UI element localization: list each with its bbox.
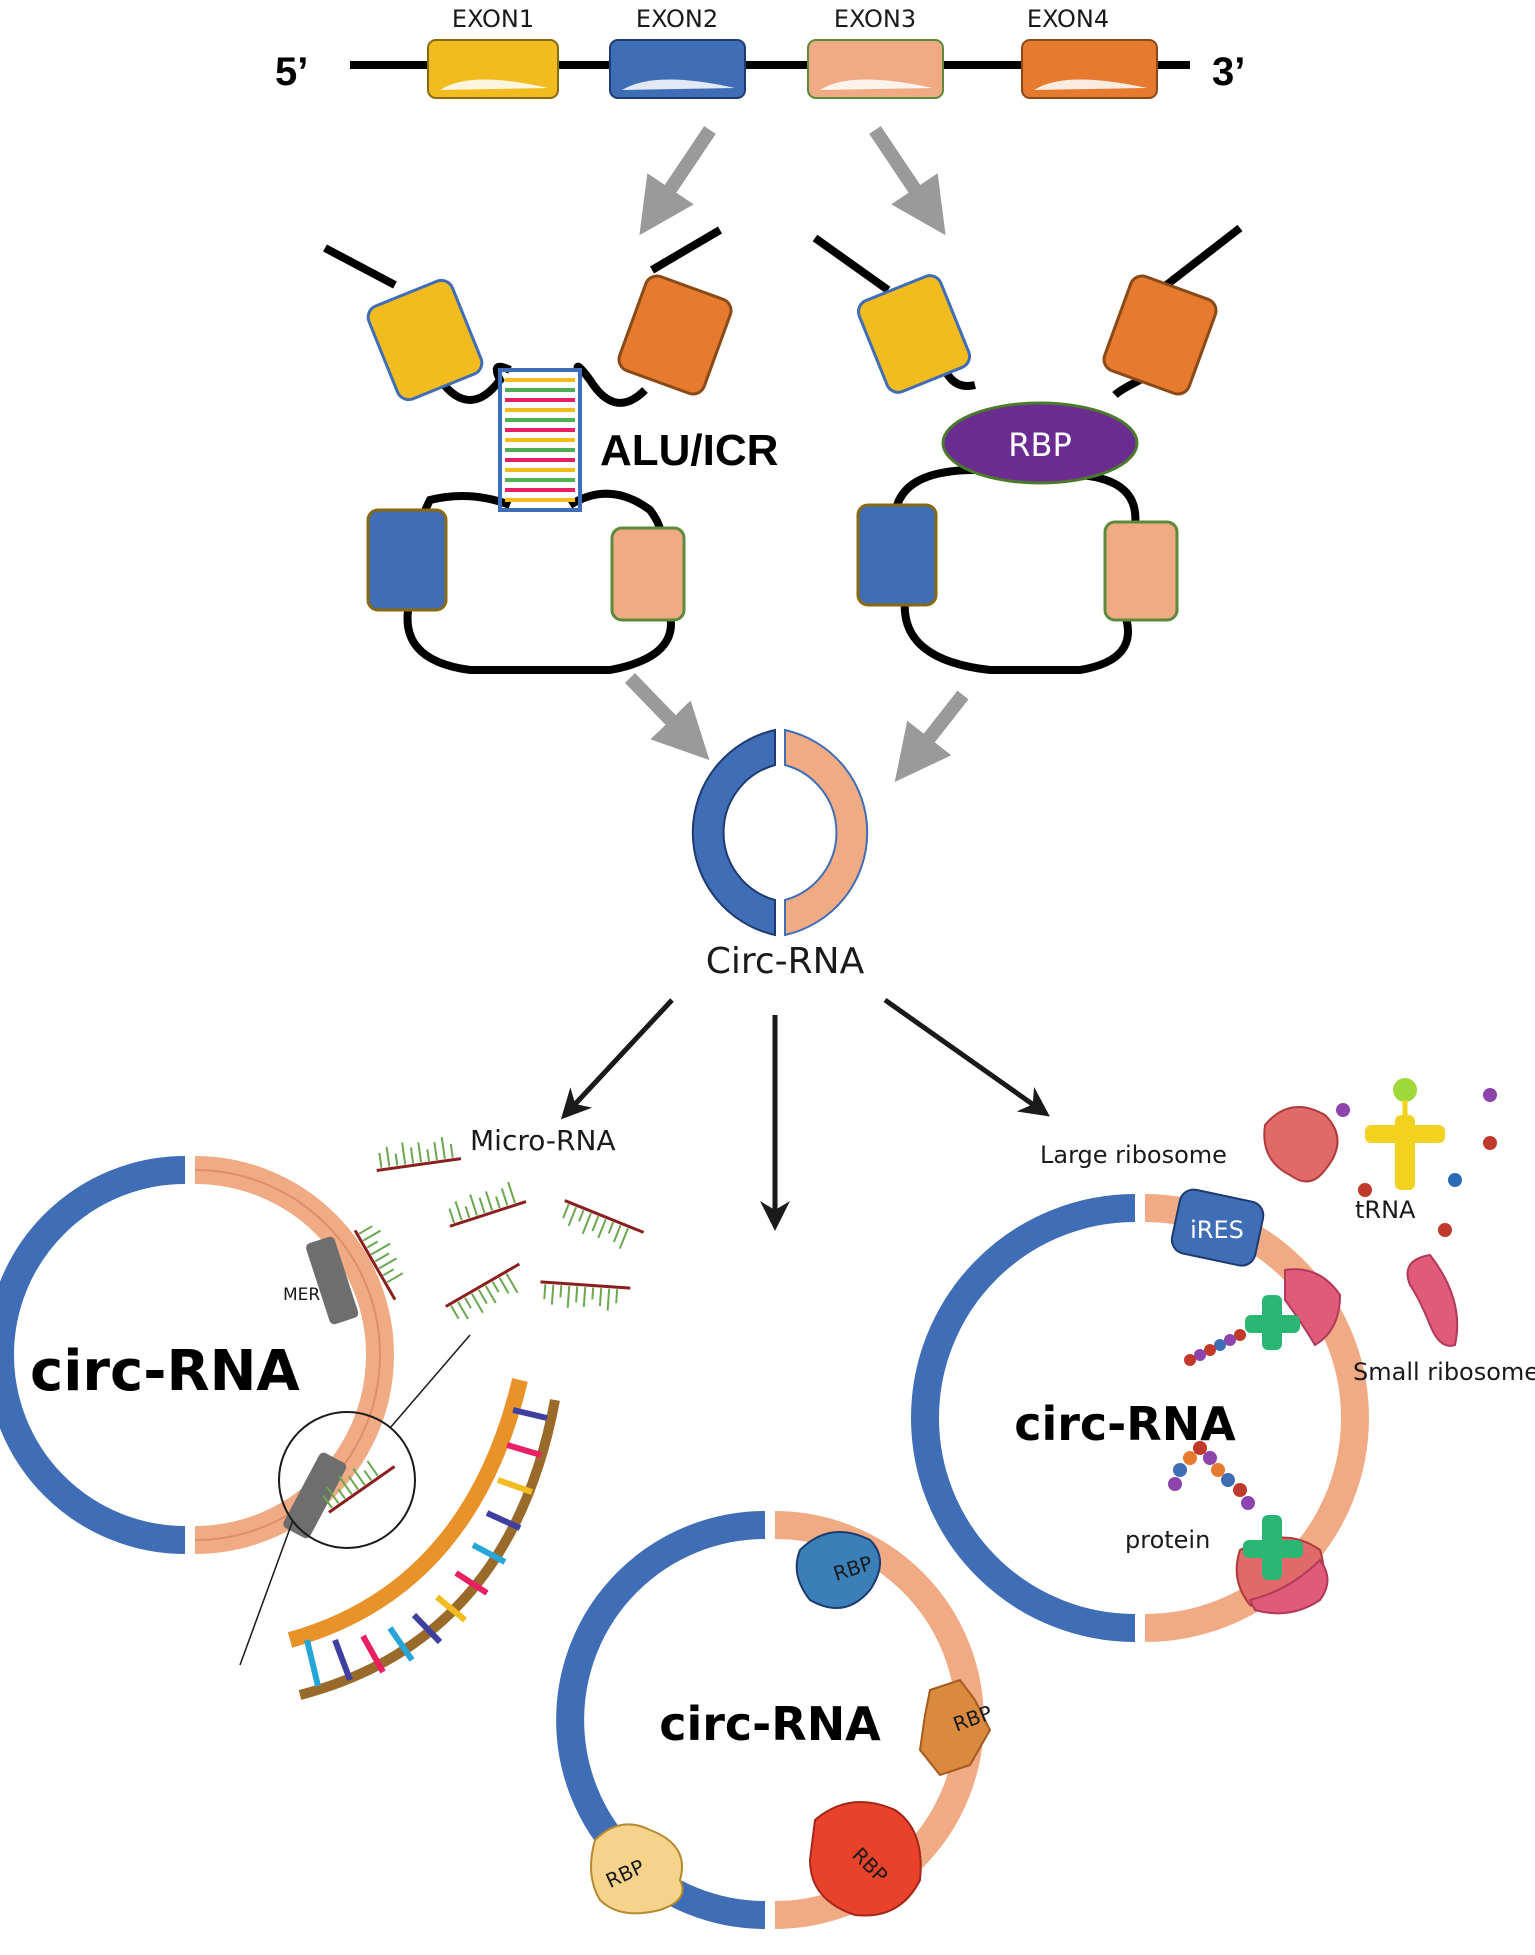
large-ribosome-free: [1263, 1106, 1339, 1183]
alu-exon4: [617, 274, 733, 396]
protein-label: protein: [1125, 1526, 1210, 1554]
gray-arrow-left-bottom: [624, 673, 710, 761]
five-prime-label: 5’: [275, 50, 308, 94]
exon1-label: EXON1: [452, 5, 534, 33]
rbp-oval: [941, 401, 1139, 485]
small-ribosome-label: Small ribosome: [1353, 1358, 1535, 1386]
rbp-exon3: [1103, 520, 1179, 622]
amino-acid-dot: [1448, 1173, 1462, 1187]
rbp-oval-label: RBP: [1008, 426, 1071, 464]
trna-icon: [1365, 1078, 1445, 1190]
rbp-blob-yellow: [590, 1823, 684, 1915]
amino-acid-dot: [1483, 1088, 1497, 1102]
bound-trna-top: [1245, 1295, 1300, 1350]
circrna-product-label: Circ-RNA: [706, 941, 865, 982]
rbp-exon2: [856, 503, 938, 607]
bound-trna-bottom: [1243, 1515, 1303, 1580]
gray-arrow-right-top: [869, 126, 946, 236]
protein-chain: [1168, 1441, 1255, 1510]
translation-panel: circ-RNA iRES Large ribosome tRNA Small …: [911, 1078, 1535, 1642]
ires-element: [1170, 1188, 1265, 1267]
amino-acid-dot: [1336, 1103, 1350, 1117]
amino-acid-dot: [1483, 1136, 1497, 1150]
alu-icr-pathway: ALU/ICR: [323, 226, 778, 674]
mer-site-1: [306, 1236, 359, 1325]
rbp-binding-circrna-label: circ-RNA: [659, 1697, 881, 1751]
alu-exon2: [366, 508, 448, 612]
rbp-exon4: [1102, 274, 1218, 396]
rbp-blob-red: [808, 1801, 922, 1917]
exon4-label: EXON4: [1027, 5, 1109, 33]
alu-duplex: [505, 378, 575, 502]
rbp-blob-blue: [795, 1531, 881, 1609]
exon2-label: EXON2: [636, 5, 718, 33]
rbp-blob-orange: [918, 1678, 992, 1777]
mer-site-2: [283, 1452, 347, 1539]
rbp-exon1: [856, 274, 972, 394]
arrow-to-translation: [883, 997, 1050, 1117]
gene-strand: 5’ 3’ EXON1 EXON2 EXON3 EXON4: [275, 5, 1245, 99]
alu-exon1: [366, 278, 484, 402]
mer-label: MER: [283, 1285, 320, 1305]
arrow-to-sponge: [560, 998, 674, 1120]
peptide-chain-top: [1184, 1329, 1246, 1366]
rbp-pathway: RBP: [812, 224, 1243, 674]
sponge-circrna-label: circ-RNA: [30, 1339, 300, 1404]
small-ribosome-free: [1406, 1253, 1459, 1347]
rbp-binding-panel: circ-RNA RBP RBP RBP RBP: [556, 1511, 995, 1929]
zoom-duplex: [287, 1378, 560, 1700]
trna-label: tRNA: [1355, 1196, 1416, 1224]
bound-small-ribosome-bottom: [1248, 1558, 1329, 1615]
ires-label: iRES: [1190, 1216, 1244, 1244]
gray-arrow-right-bottom: [894, 690, 969, 783]
alu-exon3: [610, 526, 686, 622]
alu-icr-label: ALU/ICR: [600, 426, 778, 475]
large-ribosome-label: Large ribosome: [1040, 1141, 1227, 1169]
exon3-label: EXON3: [834, 5, 916, 33]
gray-arrow-left-top: [639, 126, 716, 236]
three-prime-label: 3’: [1212, 50, 1245, 94]
circrna-product: Circ-RNA: [691, 728, 869, 982]
amino-acid-dot: [1358, 1183, 1372, 1197]
microrna-sponge-panel: MER circ-RNA: [0, 1124, 645, 1700]
microrna-label: Micro-RNA: [470, 1124, 616, 1157]
zoom-circle: [278, 1411, 416, 1549]
microrna-strands: [322, 1136, 645, 1514]
amino-acid-dot: [1438, 1223, 1452, 1237]
